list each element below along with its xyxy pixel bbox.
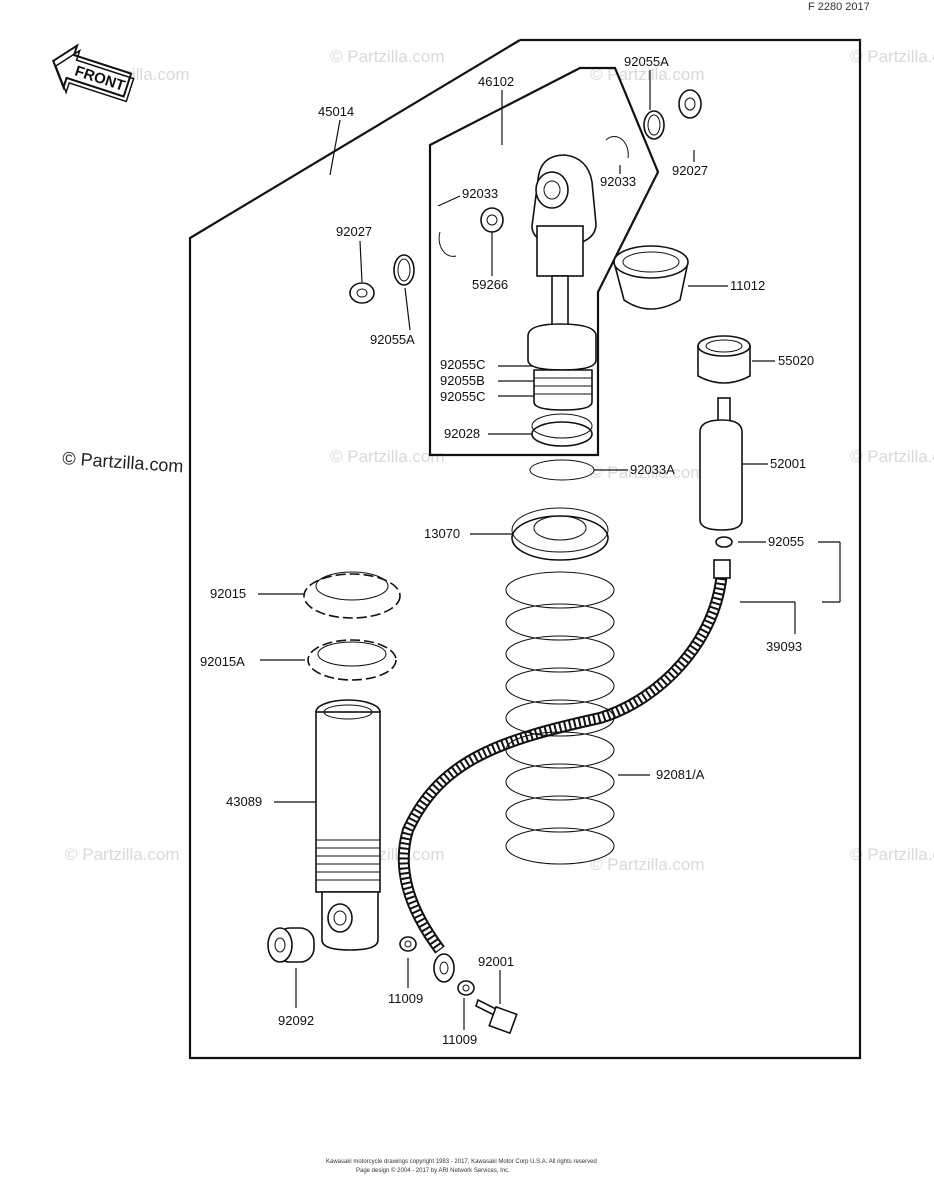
- callout-52001: 52001: [770, 456, 806, 471]
- watermark-faint: © Partzilla.com: [850, 845, 934, 864]
- callout-92015a: 92015A: [200, 654, 245, 669]
- hose-39093: [397, 559, 731, 983]
- washer-92055a-left: [393, 254, 415, 286]
- callout-92081a: 92081/A: [656, 767, 705, 782]
- callout-92015: 92015: [210, 586, 246, 601]
- watermark-faint: © Partzilla.com: [65, 845, 180, 864]
- callout-39093: 39093: [766, 639, 802, 654]
- bolt-92001: [475, 998, 518, 1035]
- callout-92033-left: 92033: [462, 186, 498, 201]
- callout-45014: 45014: [318, 104, 354, 119]
- callout-11012: 11012: [730, 278, 765, 293]
- callout-13070: 13070: [424, 526, 460, 541]
- callout-92055a-left: 92055A: [370, 332, 415, 347]
- page-code: F 2280 2017: [808, 1, 870, 13]
- watermark-faint: © Partzilla.com: [330, 447, 445, 466]
- leader-lines: [258, 70, 841, 1030]
- callout-92055b: 92055B: [440, 373, 485, 388]
- washer-11009-a: [399, 936, 417, 952]
- watermark-faint: © Partzilla.com: [590, 463, 705, 482]
- circlip-92033-left: [438, 231, 457, 257]
- washer-92055: [715, 536, 733, 548]
- lower-body-43089: [315, 699, 381, 951]
- locknut-92015: [303, 571, 401, 619]
- callout-92001: 92001: [478, 954, 514, 969]
- washer-11009-b: [457, 980, 475, 996]
- watermark-faint: © Partzilla.com: [850, 447, 934, 466]
- bumper-cup-11012: [613, 245, 689, 310]
- front-arrow-icon: FRONT: [51, 43, 135, 103]
- bushing-92027-left: [349, 282, 375, 304]
- spring-seat-13070: [511, 507, 609, 561]
- assembly-border-45014: [188, 38, 862, 1060]
- watermark-faint: © Partzilla.com: [590, 855, 705, 874]
- subassembly-border-46102: [428, 66, 660, 457]
- locknut-92015a: [307, 639, 397, 681]
- washer-92055a-top: [643, 110, 665, 140]
- callout-46102: 46102: [478, 74, 514, 89]
- callout-92092: 92092: [278, 1013, 314, 1028]
- watermark-faint: © Partzilla.com: [850, 47, 934, 66]
- damper-body: [527, 154, 597, 411]
- callout-92055: 92055: [768, 534, 804, 549]
- footer-line-1: Kawasaki motorcycle drawings copyright 1…: [326, 1159, 597, 1165]
- callout-92055c-2: 92055C: [440, 389, 486, 404]
- callout-92055c-1: 92055C: [440, 357, 486, 372]
- callout-59266: 59266: [472, 277, 508, 292]
- callout-92028: 92028: [444, 426, 480, 441]
- callout-11009-b: 11009: [442, 1032, 477, 1047]
- callout-92027-right: 92027: [672, 163, 708, 178]
- circlip-92033a: [529, 459, 595, 481]
- cap-55020: [697, 335, 751, 384]
- callout-92033-right: 92033: [600, 174, 636, 189]
- callout-11009-a: 11009: [388, 991, 423, 1006]
- callout-92033a: 92033A: [630, 462, 675, 477]
- reservoir-52001: [699, 397, 743, 531]
- callout-43089: 43089: [226, 794, 262, 809]
- watermark-main: © Partzilla.com: [62, 448, 184, 476]
- bushing-92027-right: [678, 89, 702, 119]
- ring-92028: [531, 413, 593, 447]
- spring-92081a: [505, 571, 615, 865]
- callout-92055a-top: 92055A: [624, 54, 669, 69]
- callout-55020: 55020: [778, 353, 814, 368]
- callout-92027-left: 92027: [336, 224, 372, 239]
- callout-labels: 45014 46102 92055A 92027 92033 92033 920…: [200, 54, 814, 1047]
- bushing-59266: [480, 207, 504, 233]
- circlip-92033-right: [605, 136, 629, 159]
- bushing-92092: [267, 927, 315, 963]
- watermark-faint: © Partzilla.com: [330, 47, 445, 66]
- footer-line-2: Page design © 2004 - 2017 by ARI Network…: [356, 1167, 510, 1174]
